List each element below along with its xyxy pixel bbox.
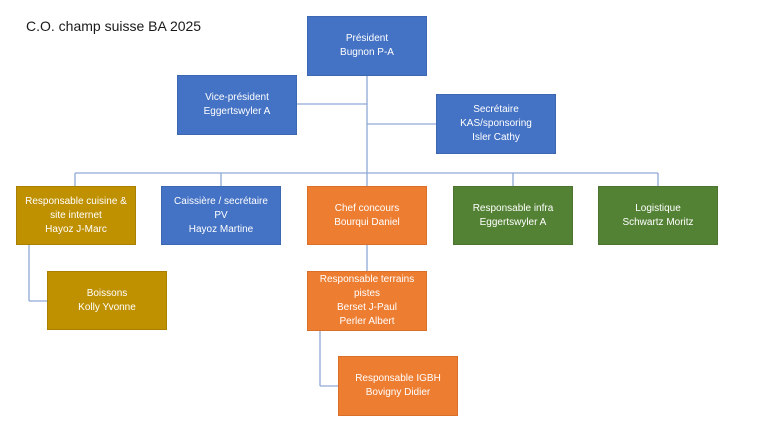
caissiere-box: Caissière / secrétaire PV Hayoz Martine — [161, 186, 281, 245]
boissons-name: Kolly Yvonne — [78, 301, 136, 313]
chart-title: C.O. champ suisse BA 2025 — [26, 18, 202, 34]
logistique-name: Schwartz Moritz — [622, 216, 694, 228]
secretary-box: Secrétaire KAS/sponsoring Isler Cathy — [436, 94, 556, 154]
chef-concours-name: Bourqui Daniel — [334, 216, 400, 228]
secretary-subrole: KAS/sponsoring — [460, 118, 532, 129]
logistique-box: Logistique Schwartz Moritz — [598, 186, 718, 245]
secretary-role: Secrétaire — [473, 104, 519, 115]
boissons-box: Boissons Kolly Yvonne — [47, 271, 167, 330]
terrains-name-1: Berset J-Paul — [336, 302, 398, 313]
terrains-name-2: Perler Albert — [339, 316, 395, 327]
chef-concours-box: Chef concours Bourqui Daniel — [307, 186, 427, 245]
caissiere-name: Hayoz Martine — [188, 223, 254, 235]
infra-name: Eggertswyler A — [479, 216, 547, 228]
terrains-box: Responsable terrains pistes Berset J-Pau… — [307, 271, 427, 331]
president-name: Bugnon P-A — [340, 47, 394, 58]
cuisine-box: Responsable cuisine & site internet Hayo… — [16, 186, 136, 245]
president-role: Président — [345, 33, 389, 44]
cuisine-name: Hayoz J-Marc — [45, 223, 107, 235]
secretary-name: Isler Cathy — [472, 132, 520, 143]
igbh-role: Responsable IGBH — [355, 373, 441, 384]
vice-president-role: Vice-président — [205, 92, 269, 103]
boissons-role: Boissons — [86, 287, 128, 299]
igbh-name: Bovigny Didier — [365, 387, 431, 398]
infra-box: Responsable infra Eggertswyler A — [453, 186, 573, 245]
caissiere-role: Caissière / secrétaire PV — [174, 195, 268, 221]
logistique-role: Logistique — [635, 202, 681, 214]
igbh-box: Responsable IGBH Bovigny Didier — [338, 356, 458, 416]
terrains-role-2: pistes — [353, 288, 381, 299]
vice-president-name: Eggertswyler A — [203, 106, 271, 117]
vice-president-box: Vice-président Eggertswyler A — [177, 75, 297, 135]
infra-role: Responsable infra — [472, 202, 554, 214]
cuisine-role-2: site internet — [50, 209, 102, 221]
terrains-role: Responsable terrains — [319, 274, 415, 285]
chef-concours-role: Chef concours — [334, 202, 400, 214]
president-box: Président Bugnon P-A — [307, 16, 427, 76]
cuisine-role: Responsable cuisine & — [25, 195, 127, 207]
